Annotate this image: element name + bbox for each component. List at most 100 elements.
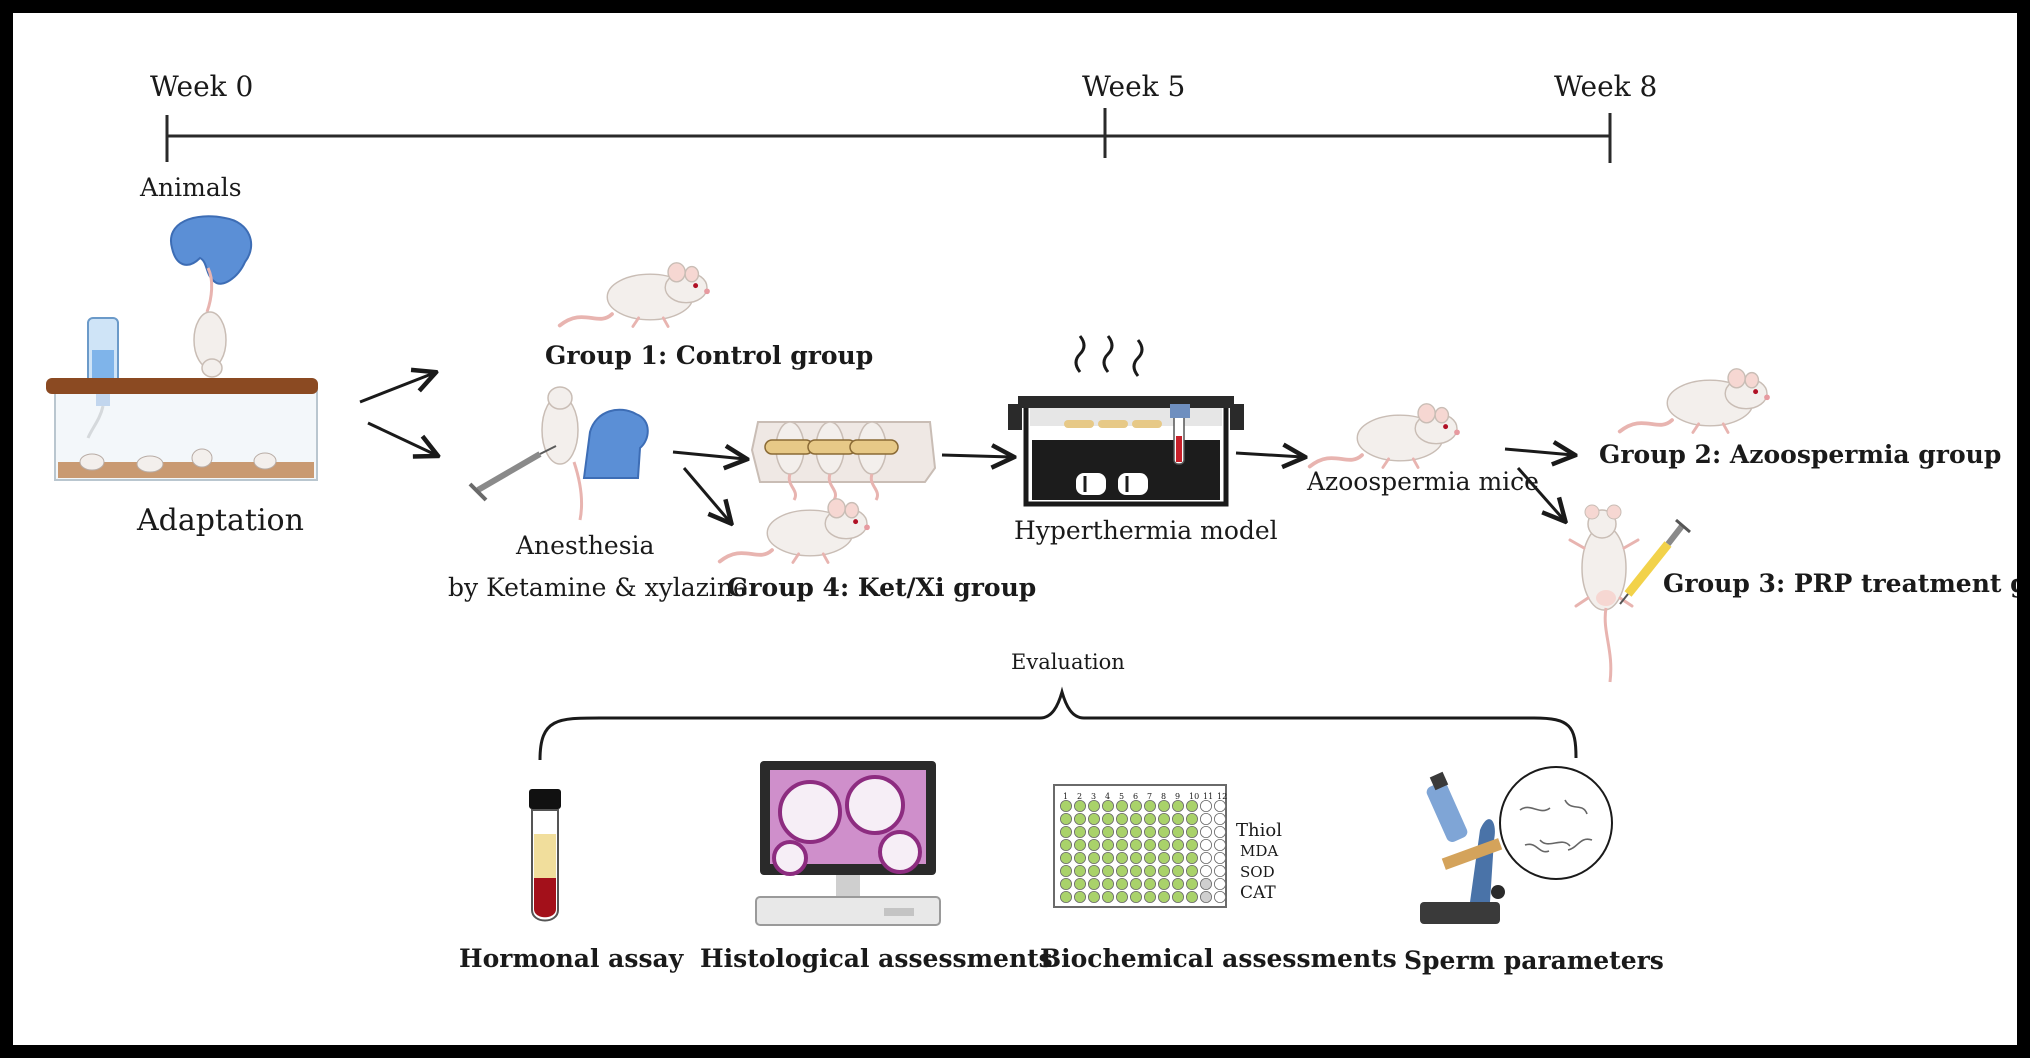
plate-well bbox=[1116, 852, 1129, 865]
plate-well bbox=[1060, 865, 1073, 878]
plate-well bbox=[1214, 800, 1227, 813]
plate-well bbox=[1214, 813, 1227, 826]
plate-well bbox=[1172, 865, 1185, 878]
anesthesia-agents-label: by Ketamine & xylazine bbox=[448, 573, 748, 602]
plate-well bbox=[1116, 826, 1129, 839]
plate-well bbox=[1130, 852, 1143, 865]
arrow-to-group3 bbox=[1516, 467, 1564, 520]
cage-icon bbox=[46, 317, 318, 481]
plate-well bbox=[1144, 826, 1157, 839]
plate-well bbox=[1200, 826, 1213, 839]
plate-well bbox=[1186, 839, 1199, 852]
arrow-to-group2 bbox=[1504, 449, 1573, 455]
plate-column-number: 3 bbox=[1091, 792, 1096, 801]
plate-wells bbox=[1060, 800, 1227, 904]
marker-cat-label: CAT bbox=[1240, 883, 1276, 903]
plate-well bbox=[1130, 865, 1143, 878]
marker-mda-label: MDA bbox=[1240, 842, 1278, 860]
plate-well bbox=[1186, 826, 1199, 839]
prp-injection-mouse-icon bbox=[1568, 504, 1691, 683]
plate-well bbox=[1144, 865, 1157, 878]
anesthesia-injection-icon bbox=[468, 386, 649, 521]
plate-well bbox=[1158, 865, 1171, 878]
plate-well bbox=[1088, 891, 1101, 904]
plate-well bbox=[1102, 878, 1115, 891]
plate-well bbox=[1200, 878, 1213, 891]
plate-well bbox=[1186, 878, 1199, 891]
plate-well bbox=[1074, 839, 1087, 852]
plate-well bbox=[1172, 800, 1185, 813]
plate-well bbox=[1144, 878, 1157, 891]
plate-column-number: 5 bbox=[1119, 792, 1124, 801]
plate-column-number: 10 bbox=[1189, 792, 1199, 801]
arrow-to-restrained-mice bbox=[672, 452, 745, 459]
plate-well bbox=[1116, 800, 1129, 813]
control-mouse-icon bbox=[557, 260, 712, 329]
group3-label: Group 3: PRP treatment group bbox=[1663, 569, 2030, 598]
plate-well bbox=[1116, 865, 1129, 878]
plate-well bbox=[1130, 826, 1143, 839]
plate-well bbox=[1074, 826, 1087, 839]
plate-well bbox=[1116, 813, 1129, 826]
plate-well bbox=[1186, 865, 1199, 878]
plate-well bbox=[1116, 839, 1129, 852]
marker-thiol-label: Thiol bbox=[1236, 820, 1282, 841]
group2-label: Group 2: Azoospermia group bbox=[1599, 440, 2001, 469]
plate-well bbox=[1144, 852, 1157, 865]
arrow-to-azoospermia-mice bbox=[1235, 453, 1303, 457]
plate-well bbox=[1088, 865, 1101, 878]
plate-column-number: 8 bbox=[1161, 792, 1166, 801]
anesthesia-label: Anesthesia bbox=[515, 531, 655, 560]
plate-well bbox=[1060, 826, 1073, 839]
plate-well bbox=[1186, 813, 1199, 826]
water-bath-icon bbox=[1008, 335, 1244, 507]
plate-well bbox=[1088, 878, 1101, 891]
adaptation-label: Adaptation bbox=[136, 503, 304, 538]
plate-well bbox=[1130, 800, 1143, 813]
plate-well bbox=[1172, 826, 1185, 839]
plate-well bbox=[1158, 852, 1171, 865]
plate-well bbox=[1144, 800, 1157, 813]
plate-well bbox=[1158, 839, 1171, 852]
ket-xi-mouse-icon bbox=[717, 496, 872, 565]
plate-well bbox=[1186, 852, 1199, 865]
plate-well bbox=[1102, 891, 1115, 904]
plate-well bbox=[1116, 891, 1129, 904]
plate-well bbox=[1088, 813, 1101, 826]
plate-well bbox=[1200, 891, 1213, 904]
sperm-view-icon bbox=[1499, 766, 1613, 880]
plate-column-number: 4 bbox=[1105, 792, 1110, 801]
plate-well bbox=[1102, 852, 1115, 865]
week5-label: Week 5 bbox=[1082, 70, 1185, 103]
plate-well bbox=[1200, 813, 1213, 826]
evaluation-brace bbox=[538, 686, 1578, 761]
plate-well bbox=[1172, 891, 1185, 904]
plate-well bbox=[1088, 800, 1101, 813]
week0-label: Week 0 bbox=[150, 70, 253, 103]
plate-well bbox=[1200, 865, 1213, 878]
arrow-to-anesthesia bbox=[367, 421, 436, 455]
plate-well bbox=[1102, 826, 1115, 839]
group1-label: Group 1: Control group bbox=[545, 341, 873, 370]
plate-well bbox=[1172, 813, 1185, 826]
group4-label: Group 4: Ket/Xi group bbox=[727, 573, 1036, 602]
computer-histology-icon bbox=[755, 761, 941, 926]
plate-well bbox=[1200, 839, 1213, 852]
hyperthermia-label: Hyperthermia model bbox=[1014, 516, 1278, 545]
plate-well bbox=[1186, 891, 1199, 904]
plate-well bbox=[1060, 878, 1073, 891]
arrow-to-ket-xi bbox=[682, 467, 730, 522]
plate-well bbox=[1130, 813, 1143, 826]
plate-well bbox=[1158, 878, 1171, 891]
hormonal-assay-label: Hormonal assay bbox=[459, 944, 685, 973]
plate-well bbox=[1186, 800, 1199, 813]
plate-well bbox=[1214, 826, 1227, 839]
plate-well bbox=[1102, 865, 1115, 878]
plate-well bbox=[1214, 865, 1227, 878]
plate-well bbox=[1074, 813, 1087, 826]
biochemical-assessments-label: Biochemical assessments bbox=[1040, 944, 1397, 973]
plate-well bbox=[1102, 800, 1115, 813]
plate-column-number: 7 bbox=[1147, 792, 1152, 801]
